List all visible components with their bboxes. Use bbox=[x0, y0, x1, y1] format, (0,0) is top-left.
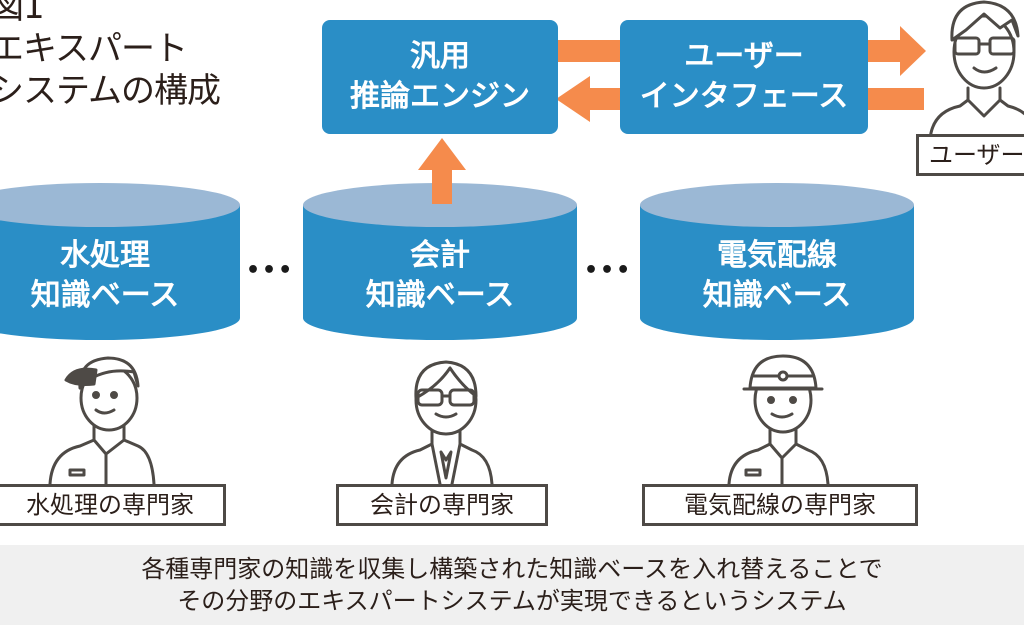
worker-cap-icon bbox=[48, 356, 156, 486]
expert-accounting-text: 会計の専門家 bbox=[370, 491, 514, 519]
figure-title: 図1 エキスパート システムの構成 bbox=[0, 0, 221, 112]
arrow-engine-to-ui bbox=[558, 40, 620, 62]
electrician-helmet-icon bbox=[727, 354, 830, 486]
cylinder-accounting bbox=[303, 182, 577, 340]
ellipsis-1: ••• bbox=[246, 258, 295, 283]
ui-line-2: インタフェース bbox=[639, 79, 849, 114]
expert-label-electrical: 電気配線の専門家 bbox=[642, 484, 918, 526]
caption-line-2: その分野のエキスパートシステムが実現できるというシステム bbox=[177, 587, 847, 615]
kb-label-electrical: 電気配線 知識ベース bbox=[667, 236, 887, 316]
expert-electrical-text: 電気配線の専門家 bbox=[684, 491, 876, 519]
kb-electrical-line-2: 知識ベース bbox=[702, 278, 852, 313]
cylinder-water-treatment bbox=[0, 183, 240, 340]
figure-label: 図1 bbox=[0, 0, 45, 27]
accountant-glasses-icon bbox=[390, 360, 494, 486]
kb-water-line-1: 水処理 bbox=[60, 238, 150, 273]
user-label-text: ユーザー bbox=[929, 141, 1024, 169]
kb-accounting-line-2: 知識ベース bbox=[365, 278, 515, 313]
expert-water-text: 水処理の専門家 bbox=[26, 491, 194, 519]
title-line-2: システムの構成 bbox=[0, 71, 221, 111]
ui-line-1: ユーザー bbox=[684, 39, 804, 74]
ellipsis-2: ••• bbox=[584, 258, 633, 283]
expert-label-accounting: 会計の専門家 bbox=[336, 484, 548, 526]
user-label: ユーザー bbox=[916, 134, 1024, 176]
engine-line-2: 推論エンジン bbox=[350, 79, 530, 114]
kb-water-line-2: 知識ベース bbox=[30, 278, 180, 313]
caption-footer: 各種専門家の知識を収集し構築された知識ベースを入れ替えることで その分野のエキス… bbox=[0, 545, 1024, 625]
expert-label-water-treatment: 水処理の専門家 bbox=[0, 484, 226, 526]
cylinder-electrical bbox=[640, 183, 914, 340]
engine-line-1: 汎用 bbox=[410, 39, 470, 74]
kb-electrical-line-1: 電気配線 bbox=[717, 238, 837, 273]
kb-label-accounting: 会計 知識ベース bbox=[330, 236, 550, 316]
user-person-icon bbox=[928, 0, 1024, 142]
arrow-ui-to-engine bbox=[556, 76, 620, 122]
kb-accounting-line-1: 会計 bbox=[410, 238, 470, 273]
inference-engine-box: 汎用 推論エンジン bbox=[322, 20, 558, 134]
arrow-ui-to-user bbox=[868, 26, 926, 76]
caption-line-1: 各種専門家の知識を収集し構築された知識ベースを入れ替えることで bbox=[141, 555, 883, 583]
kb-label-water-treatment: 水処理 知識ベース bbox=[0, 236, 210, 316]
arrow-user-to-ui bbox=[868, 88, 924, 110]
user-interface-box: ユーザー インタフェース bbox=[620, 20, 868, 134]
title-line-1: エキスパート bbox=[0, 29, 188, 69]
